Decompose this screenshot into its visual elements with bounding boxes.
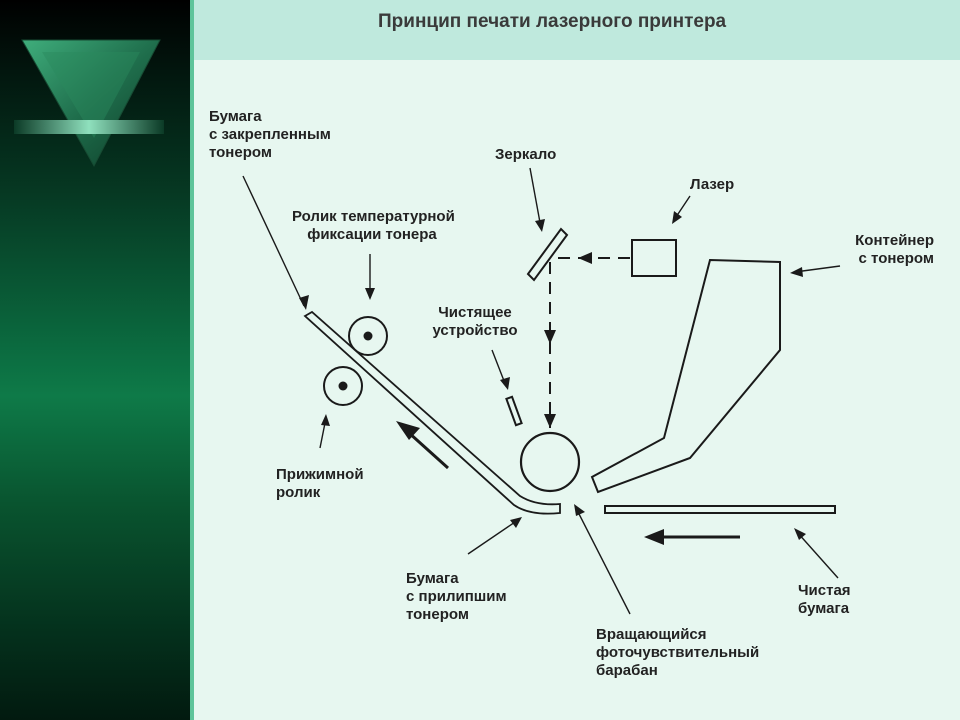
label-paper-stuck-toner: Бумага с прилипшим тонером <box>406 570 507 623</box>
label-rotating-drum: Вращающийся фоточувствительный барабан <box>596 626 760 679</box>
diagram-area: Бумага с закрепленным тонером Ролик темп… <box>194 60 960 720</box>
page-title: Принцип печати лазерного принтера <box>378 11 727 32</box>
label-toner-container: Контейнер с тонером <box>855 232 934 267</box>
label-fuser-roller: Ролик температурной фиксации тонера <box>292 208 455 243</box>
mirror <box>526 227 569 282</box>
paper-motion-arrowhead <box>396 421 420 440</box>
paper-motion-arrow-line <box>406 430 450 470</box>
paper-path <box>303 310 561 515</box>
laser-printer-diagram <box>242 167 841 615</box>
label-paper-fixed-toner: Бумага с закрепленным тонером <box>209 108 331 161</box>
toner-container <box>590 258 781 494</box>
beam-arrowhead-drum <box>544 414 556 428</box>
cleaning-device <box>505 395 523 427</box>
sidebar-divider <box>190 0 194 720</box>
label-mirror: Зеркало <box>495 146 557 163</box>
clean-paper-sheet <box>604 505 836 514</box>
label-clean-paper: Чистая бумага <box>798 582 851 617</box>
clean-paper-arrowhead <box>644 529 664 545</box>
triangle-logo-icon <box>14 39 164 168</box>
photosensitive-drum <box>519 431 581 493</box>
label-pressure-roller: Прижимной ролик <box>276 466 364 501</box>
label-cleaning-device: Чистящее устройство <box>432 304 518 339</box>
label-laser: Лазер <box>690 176 735 193</box>
slide-header <box>194 0 960 60</box>
beam-arrowhead-left <box>578 252 592 264</box>
fuser-roller <box>348 316 388 356</box>
laser-box <box>631 239 677 277</box>
pressure-roller <box>323 366 363 406</box>
beam-arrowhead-down <box>544 330 556 344</box>
